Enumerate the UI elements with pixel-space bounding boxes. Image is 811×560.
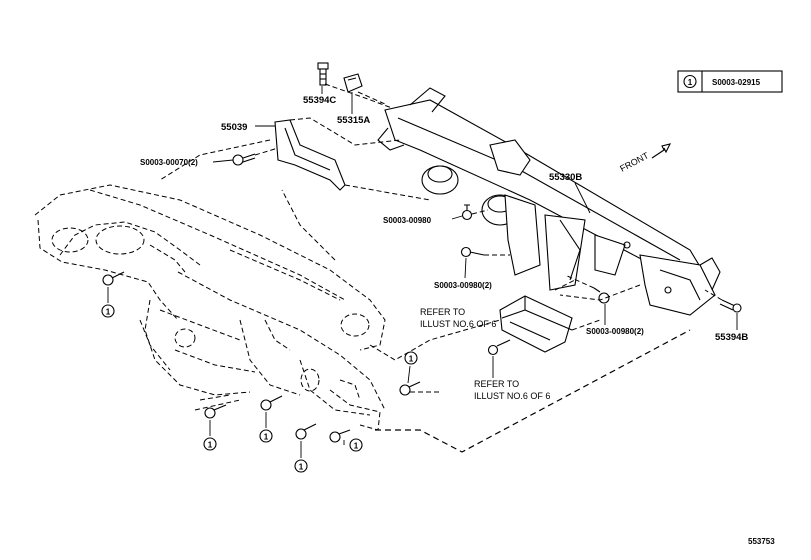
label-s0003-00980-b: S0003-00980(2) bbox=[434, 281, 492, 290]
screw-00980-b bbox=[460, 246, 485, 258]
screw-airbag bbox=[487, 339, 511, 356]
label-55315a: 55315A bbox=[337, 115, 370, 126]
panel-screw-right bbox=[399, 381, 421, 396]
relation-lines bbox=[159, 83, 723, 453]
callout-circle: 1 bbox=[294, 459, 308, 473]
label-55394b: 55394B bbox=[715, 332, 748, 343]
bolt-55394c bbox=[317, 62, 329, 86]
bolt-55394b bbox=[719, 299, 742, 313]
instrument-panel bbox=[34, 184, 386, 431]
label-55330b: 55330B bbox=[549, 172, 582, 183]
screw-00980-a bbox=[461, 204, 473, 221]
label-leaders bbox=[212, 86, 738, 330]
legend-box: 1 S0003-02915 bbox=[677, 70, 783, 93]
callout-text: 1 bbox=[264, 433, 269, 442]
ref2-line2: ILLUST NO.6 OF 6 bbox=[474, 391, 550, 401]
bracket-55039 bbox=[274, 119, 346, 191]
label-s0003-00070: S0003-00070(2) bbox=[140, 158, 198, 167]
callout-text: 1 bbox=[208, 441, 213, 450]
part-labels: 55394C 55315A 55039 S0003-00070(2) 55330… bbox=[140, 95, 748, 343]
clip-55315a bbox=[343, 73, 363, 93]
reference-note-1: REFER TO ILLUST NO.6 OF 6 bbox=[420, 307, 496, 329]
ref1-line2: ILLUST NO.6 OF 6 bbox=[420, 319, 496, 329]
reinforcement-beam bbox=[377, 87, 721, 316]
airbag-module bbox=[499, 295, 573, 353]
label-s0003-00980-c: S0003-00980(2) bbox=[586, 327, 644, 336]
panel-screw-lower-1 bbox=[204, 404, 227, 419]
label-s0003-00980-a: S0003-00980 bbox=[383, 216, 432, 225]
ref2-line1: REFER TO bbox=[474, 379, 519, 389]
screw-00070 bbox=[232, 153, 256, 166]
legend-number: 1 bbox=[688, 78, 693, 87]
callout-text: 1 bbox=[299, 463, 304, 472]
callout-circle: 1 bbox=[349, 438, 363, 452]
panel-screw-lower-2 bbox=[260, 395, 283, 411]
callout-circle: 1 bbox=[259, 429, 273, 443]
callout-text: 1 bbox=[354, 442, 359, 451]
label-55394c: 55394C bbox=[303, 95, 336, 106]
legend-code: S0003-02915 bbox=[712, 78, 761, 87]
front-label: FRONT bbox=[618, 150, 651, 174]
callout-circle: 1 bbox=[101, 304, 115, 318]
diagram-number: 553753 bbox=[748, 537, 775, 546]
callout-text: 1 bbox=[106, 308, 111, 317]
panel-screw-left bbox=[102, 271, 125, 286]
front-arrow: FRONT bbox=[618, 143, 672, 174]
reference-note-2: REFER TO ILLUST NO.6 OF 6 bbox=[474, 356, 550, 401]
label-55039: 55039 bbox=[221, 122, 247, 133]
callout-circle: 1 bbox=[203, 437, 217, 451]
callout-leaders bbox=[107, 287, 411, 458]
panel-screw-lower-3 bbox=[295, 423, 317, 440]
panel-screw-lower-4 bbox=[329, 429, 351, 443]
callout-text: 1 bbox=[409, 355, 414, 364]
ref1-line1: REFER TO bbox=[420, 307, 465, 317]
screw-00980-c bbox=[593, 287, 610, 304]
callout-circle: 1 bbox=[404, 351, 418, 365]
